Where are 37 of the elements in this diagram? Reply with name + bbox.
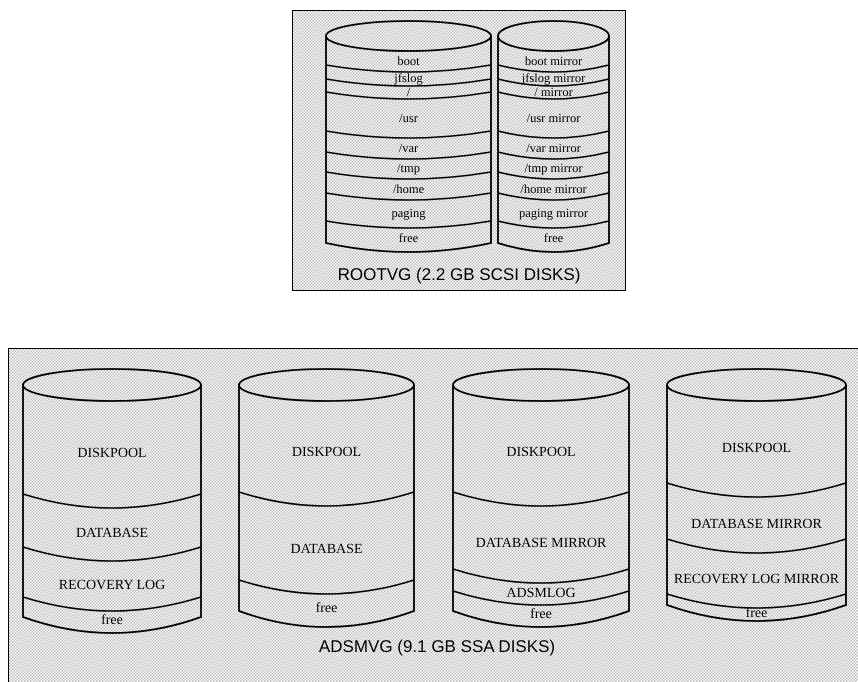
partition-label: /home mirror	[504, 180, 603, 199]
partition-label: jfslog mirror	[504, 73, 603, 85]
panel-title: ADSMVG (9.1 GB SSA DISKS)	[318, 637, 556, 657]
partition-label: jfslog	[332, 73, 485, 85]
partition-label: /var	[332, 139, 485, 158]
partition-label: free	[673, 609, 840, 619]
partition-label: paging mirror	[504, 201, 603, 227]
partition-label: /tmp mirror	[504, 160, 603, 178]
partition-label: DISKPOOL	[459, 402, 623, 505]
partition-label: free	[459, 606, 623, 624]
panel-title: ROOTVG (2.2 GB SCSI DISKS)	[338, 265, 580, 285]
volume-group-panel	[292, 10, 626, 291]
partition-label: /usr mirror	[504, 100, 603, 137]
partition-label: boot mirror	[504, 52, 603, 71]
partition-label: free	[504, 229, 603, 249]
partition-label: ADSMLOG	[459, 584, 623, 604]
partition-label: /tmp	[332, 160, 485, 178]
partition-label: /usr	[332, 100, 485, 137]
partition-label: DATABASE	[29, 509, 195, 560]
partition-label: boot	[332, 52, 485, 71]
partition-label: DISKPOOL	[245, 402, 408, 505]
partition-label: /	[332, 87, 485, 98]
partition-label: RECOVERY LOG MIRROR	[673, 554, 840, 607]
volume-group-panel	[8, 348, 858, 682]
partition-label: DISKPOOL	[29, 402, 195, 507]
partition-label: DISKPOOL	[673, 402, 840, 496]
partition-label: free	[245, 595, 408, 624]
partition-label: free	[332, 229, 485, 249]
partition-label: /home	[332, 180, 485, 199]
partition-label: paging	[332, 201, 485, 227]
partition-label: DATABASE MIRROR	[459, 507, 623, 582]
partition-label: DATABASE MIRROR	[673, 498, 840, 552]
partition-label: /var mirror	[504, 139, 603, 158]
partition-label: DATABASE	[245, 507, 408, 593]
partition-label: free	[29, 612, 195, 630]
partition-label: / mirror	[504, 87, 603, 98]
partition-label: RECOVERY LOG	[29, 562, 195, 610]
